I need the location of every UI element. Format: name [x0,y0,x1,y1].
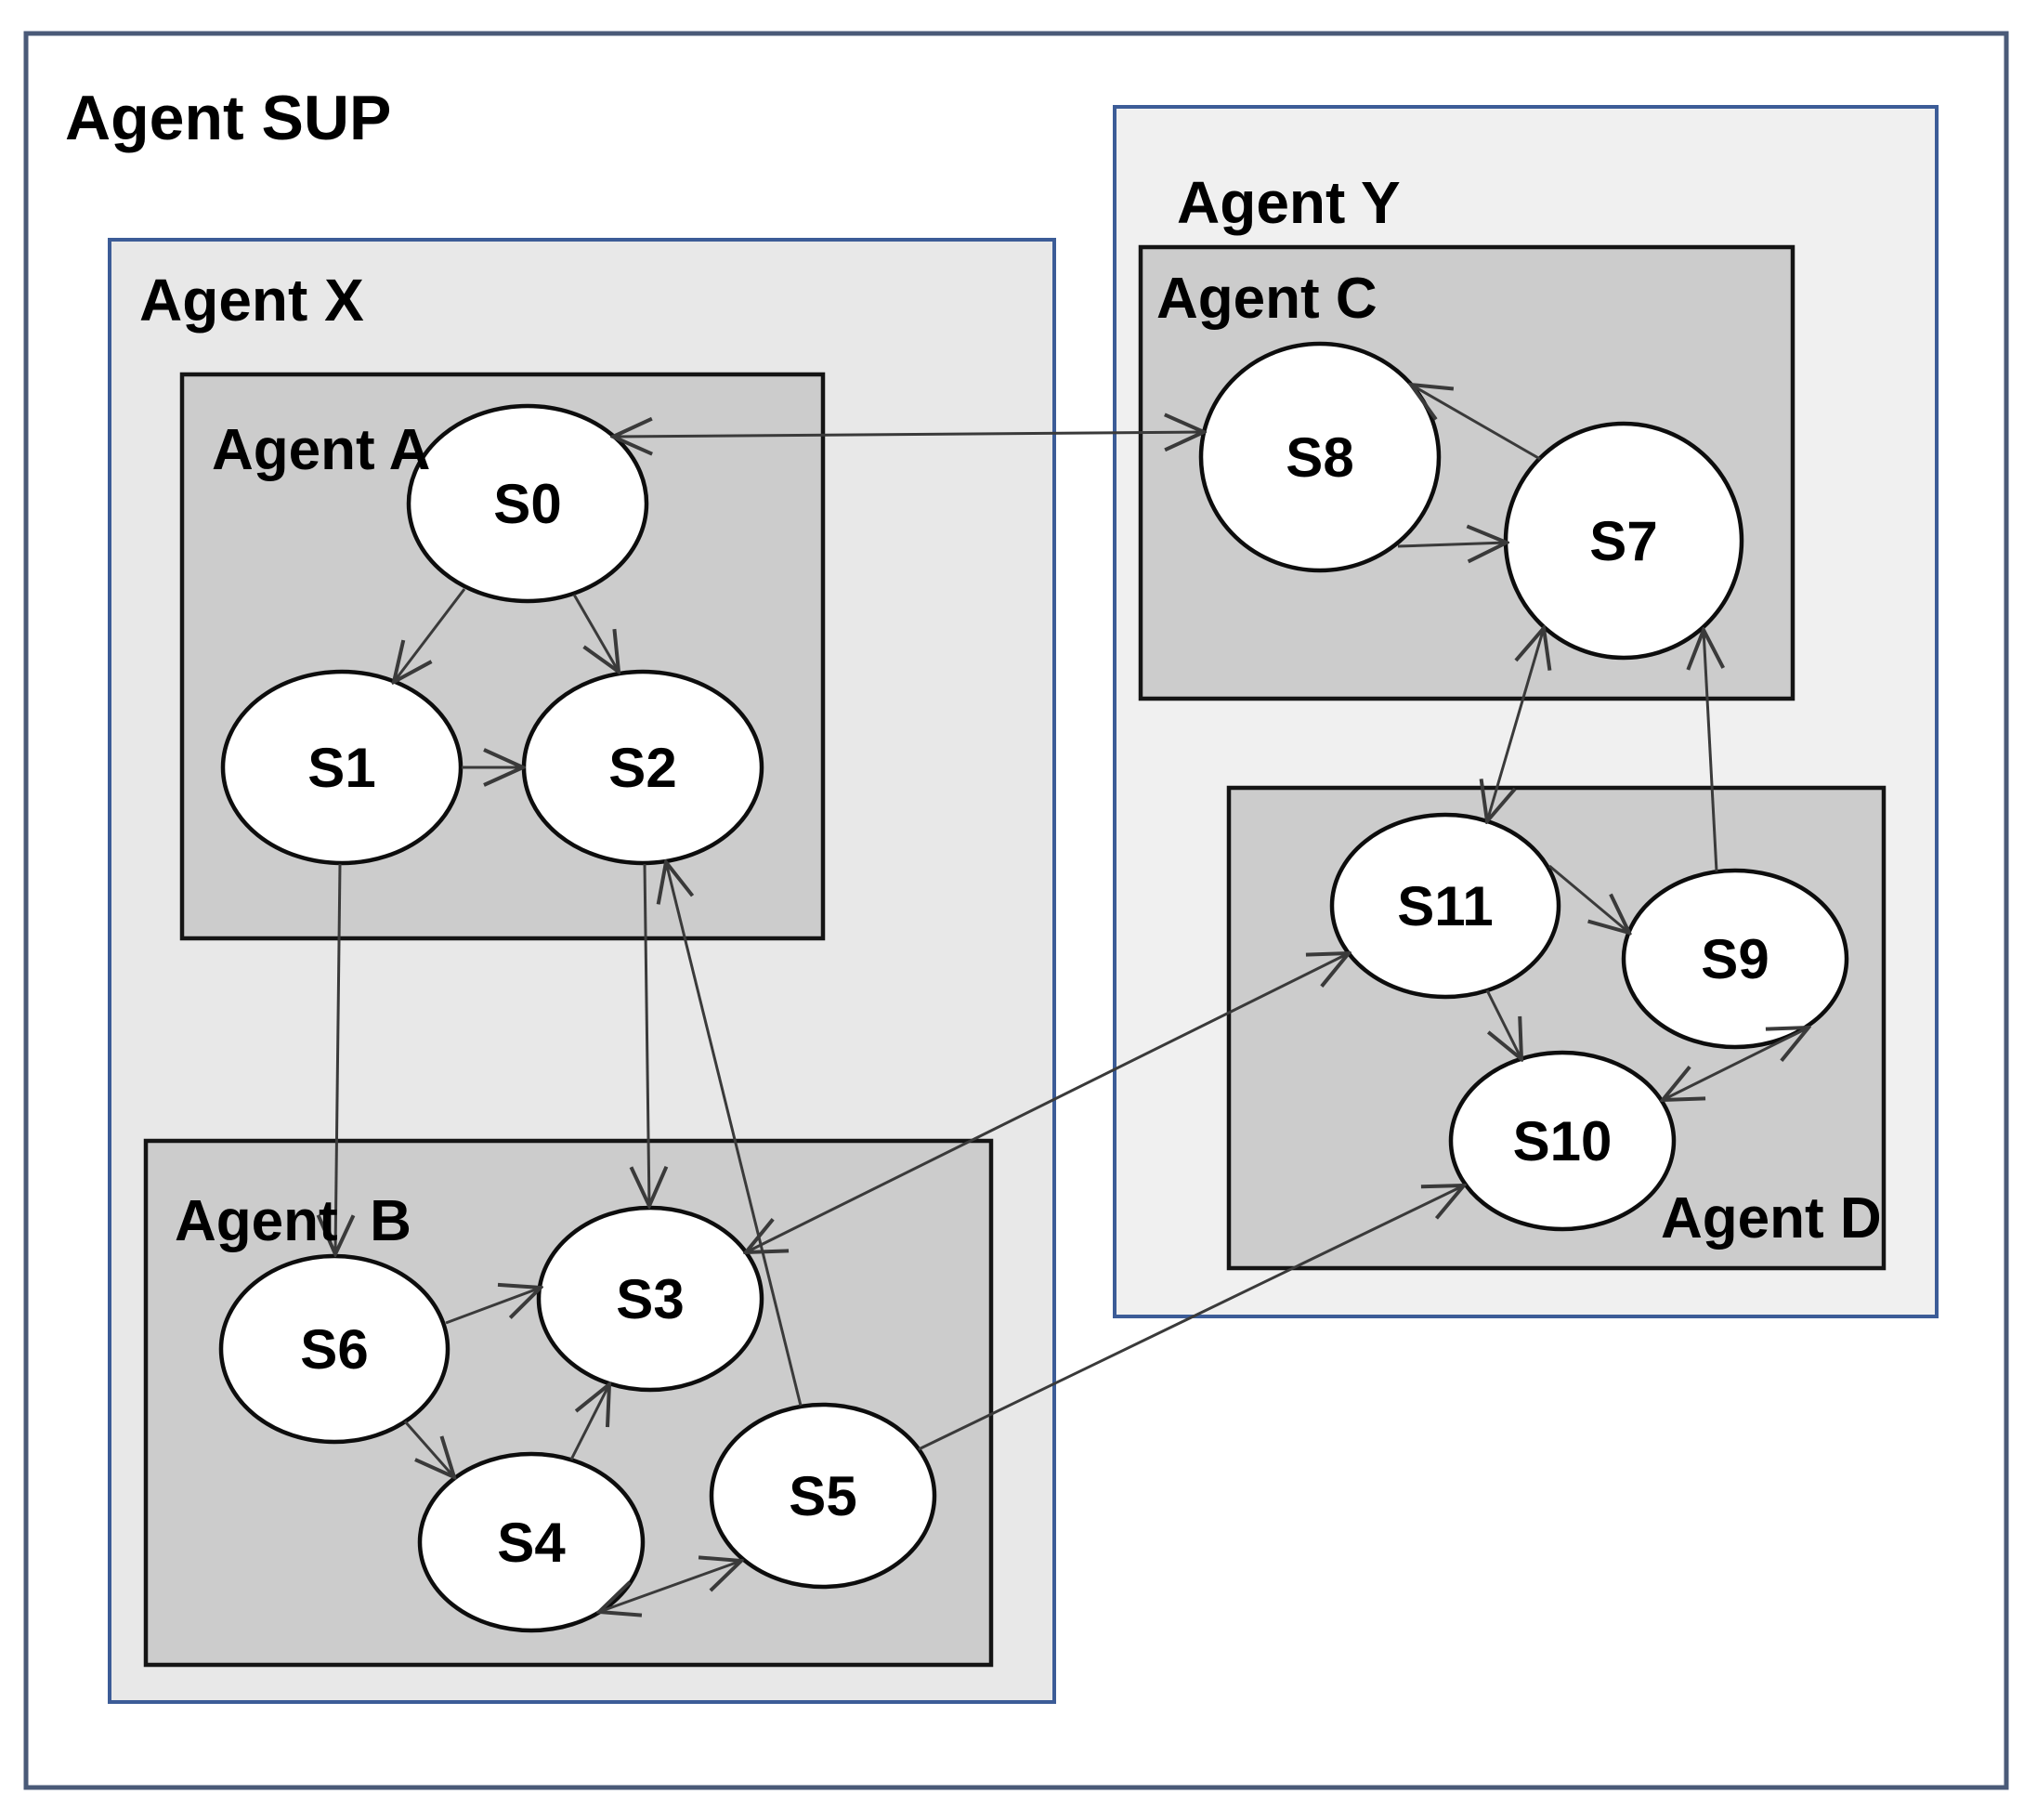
edge-s11-s9 [1548,864,1629,933]
edge-s7-s8 [1411,385,1541,461]
edge-s11-s10 [1485,989,1521,1059]
state-label-s1: S1 [307,737,375,799]
state-label-s3: S3 [616,1268,684,1330]
state-label-s10: S10 [1513,1110,1613,1172]
edge-s5-s10 [918,1185,1464,1451]
agent-label-a: Agent A [212,418,430,482]
state-label-s5: S5 [789,1465,856,1527]
edge-s0-s2 [572,594,619,672]
agent-label-sup: Agent SUP [65,83,391,153]
state-label-s8: S8 [1286,426,1353,489]
state-node-s5 [709,1402,937,1590]
edge-s4-s3 [569,1384,609,1460]
edge-s1-s6 [335,863,340,1254]
state-node-s11 [1329,812,1561,1000]
state-node-s4 [417,1451,646,1633]
state-label-s2: S2 [608,737,676,799]
agent-label-c: Agent C [1156,267,1378,331]
agent-label-b: Agent B [175,1189,411,1253]
agent-label-y: Agent Y [1177,169,1401,236]
edge-s2-s3 [645,863,649,1206]
state-label-s11: S11 [1397,875,1493,937]
agent-label-x: Agent X [139,267,364,334]
state-label-s0: S0 [493,473,561,535]
edge-s10-s9 [1663,1028,1808,1100]
edge-s8-s7 [1397,543,1507,546]
edge-s5-s2 [666,862,803,1407]
labels-layer: Agent SUP Agent X Agent Y Agent A Agent B Age… [65,83,1882,1574]
edge-s9-s7 [1704,630,1717,872]
state-node-s1 [220,669,464,866]
edge-s11-s7 [1487,628,1544,821]
agent-label-d: Agent D [1661,1186,1882,1250]
edge-s4-s5 [599,1561,741,1612]
edge-s6-s3 [445,1288,541,1325]
state-label-s6: S6 [300,1318,368,1381]
edge-s0-s1 [394,588,466,682]
transition-edges-layer [335,385,1808,1612]
edge-s6-s4 [403,1421,454,1477]
state-label-s9: S9 [1701,928,1769,990]
state-node-s8 [1198,341,1442,573]
state-label-s7: S7 [1589,510,1657,572]
edge-s0-s8 [613,432,1204,437]
edge-s3-s11 [746,953,1349,1252]
state-label-s4: S4 [497,1512,566,1574]
state-node-s10 [1448,1050,1677,1232]
state-nodes-layer [218,341,1849,1633]
state-node-s0 [406,403,649,604]
